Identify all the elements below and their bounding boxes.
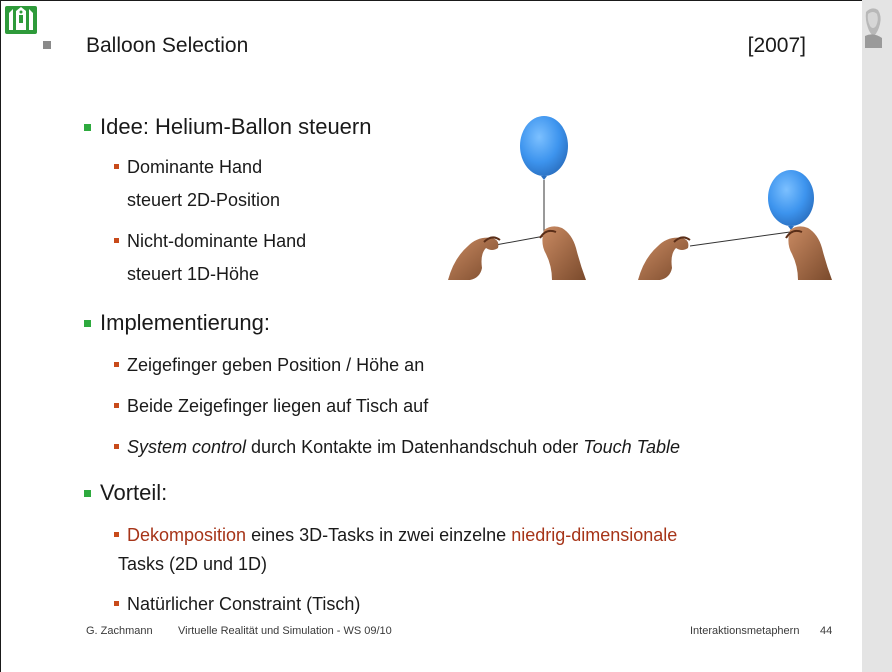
footer-section: Interaktionsmetaphern [690, 625, 800, 637]
slide-title: Balloon Selection [86, 34, 249, 57]
sub-bullet-marker [114, 403, 119, 408]
balloon-icon [768, 170, 814, 226]
sub-bullet-marker [114, 532, 119, 537]
highlight-niedrig-dimensionale: niedrig-dimensionale [511, 525, 678, 545]
hand-icon [542, 226, 586, 280]
sub-bullet-beide-zeigefinger: Beide Zeigefinger liegen auf Tisch auf [127, 396, 429, 416]
sub-bullet-nicht-dominante-line2: steuert 1D-Höhe [127, 264, 260, 284]
balloon-icon [520, 116, 568, 176]
sub-bullet-marker [114, 238, 119, 243]
sub-bullet-dominante-line1: Dominante Hand [127, 157, 263, 177]
university-seal-icon [3, 3, 39, 37]
sub-bullet-dekomposition-line1: Dekomposition eines 3D-Tasks in zwei ein… [127, 523, 677, 548]
italic-touch-table: Touch Table [583, 437, 681, 457]
footer-page-number: 44 [820, 625, 833, 637]
slide-frame-top [0, 0, 862, 1]
bullet-marker [84, 320, 91, 327]
slide-year: [2007] [747, 34, 806, 57]
sub-bullet-dominante-line2: steuert 2D-Position [127, 190, 281, 210]
bullet-implementierung: Implementierung: [100, 310, 270, 335]
bullet-vorteil: Vorteil: [100, 480, 168, 505]
left-scene [448, 116, 586, 280]
balloon-hands-illustration [448, 116, 832, 280]
highlight-dekomposition: Dekomposition [127, 525, 247, 545]
sub-bullet-marker [114, 601, 119, 606]
portrait-icon [862, 6, 884, 48]
sub-bullet-marker [114, 444, 119, 449]
bullet-marker [84, 124, 91, 131]
sub-bullet-natuerlicher-constraint: Natürlicher Constraint (Tisch) [127, 594, 361, 614]
sub-bullet-marker [114, 164, 119, 169]
hand-icon [638, 237, 689, 280]
sub-bullet-dekomposition-line2: Tasks (2D und 1D) [118, 554, 268, 574]
right-side-strip [862, 0, 892, 672]
slide-content: Idee: Helium-Ballon steuern Dominante Ha… [84, 114, 832, 614]
italic-system-control: System control [127, 437, 247, 457]
hand-icon [788, 226, 832, 280]
hand-icon [448, 237, 499, 280]
sub-bullet-nicht-dominante-line1: Nicht-dominante Hand [127, 231, 307, 251]
footer-author: G. Zachmann [86, 625, 153, 637]
right-scene [638, 170, 832, 280]
system-control-middle: durch Kontakte im Datenhandschuh oder [246, 437, 584, 457]
slide-frame-left [0, 0, 1, 672]
sub-bullet-marker [114, 362, 119, 367]
footer-course: Virtuelle Realität und Simulation - WS 0… [178, 625, 392, 637]
bullet-idee: Idee: Helium-Ballon steuern [100, 114, 372, 139]
dekomposition-middle: eines 3D-Tasks in zwei einzelne [246, 525, 512, 545]
bullet-marker [84, 490, 91, 497]
logo-accent-square [43, 41, 51, 49]
sub-bullet-system-control: System control durch Kontakte im Datenha… [127, 435, 680, 460]
sub-bullet-zeigefinger: Zeigefinger geben Position / Höhe an [127, 355, 425, 375]
